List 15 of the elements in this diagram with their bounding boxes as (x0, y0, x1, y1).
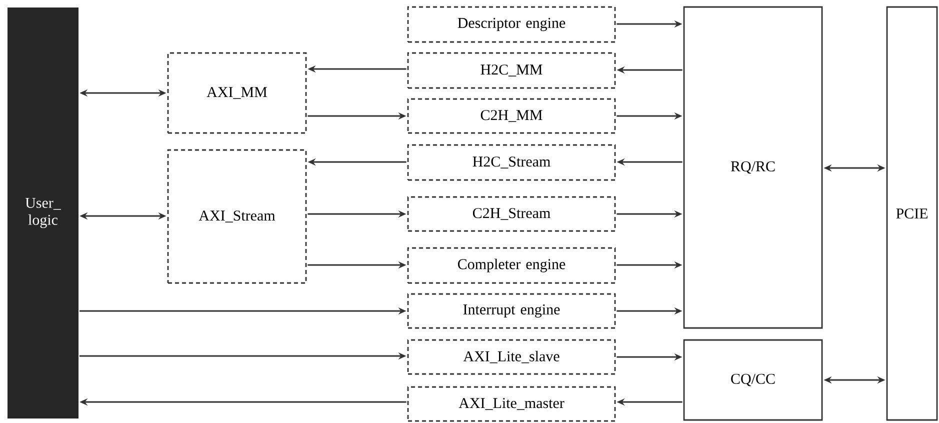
process-box: PCIE (886, 6, 938, 421)
process-box: CQ/CC (683, 339, 823, 421)
dashed-module-box: H2C_MM (407, 52, 616, 89)
dashed-module-box: AXI_Lite_master (407, 386, 616, 422)
process-box: RQ/RC (683, 6, 823, 329)
dashed-module-box: Descriptor engine (407, 6, 616, 43)
dashed-module-box: AXI_Lite_slave (407, 339, 616, 375)
dashed-module-box: C2H_MM (407, 98, 616, 134)
dashed-module-box: Interrupt engine (407, 293, 616, 329)
dashed-module-box: H2C_Stream (407, 144, 616, 181)
user-logic-block: User_ logic (8, 8, 78, 418)
dashed-module-box: C2H_Stream (407, 196, 616, 232)
dashed-module-box: AXI_MM (167, 52, 307, 134)
dashed-module-box: AXI_Stream (167, 149, 307, 284)
dashed-module-box: Completer engine (407, 247, 616, 284)
